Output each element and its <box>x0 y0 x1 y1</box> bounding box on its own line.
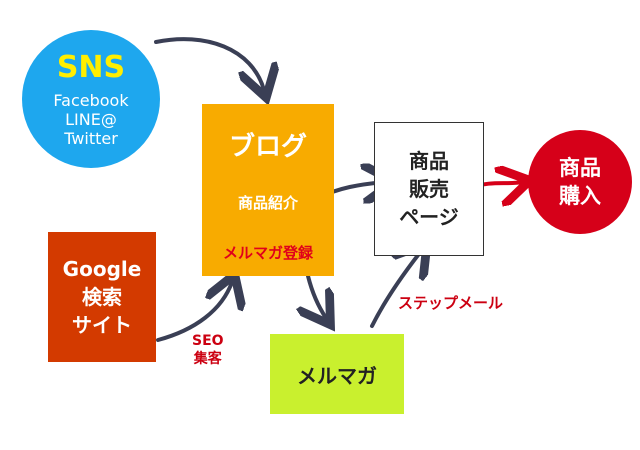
sns-line-facebook: Facebook <box>53 90 129 110</box>
seo-label-line-2: 集客 <box>193 351 222 367</box>
product-page-line-2: 販売 <box>409 177 449 201</box>
sns-line-line: LINE@ <box>65 109 117 129</box>
arrow-blog-to-mailmag <box>308 274 326 318</box>
mail-magazine-label: メルマガ <box>297 363 377 388</box>
arrow-google-to-blog <box>156 282 232 342</box>
google-search-node: Google 検索 サイト <box>48 232 156 362</box>
seo-label-line-1: SEO <box>192 333 224 349</box>
google-line-1: Google <box>62 257 142 281</box>
google-line-3: サイト <box>72 313 132 337</box>
purchase-line-2: 購入 <box>559 184 601 208</box>
google-line-2: 検索 <box>82 285 122 309</box>
product-page-node: 商品 販売 ページ <box>374 122 484 256</box>
blog-item-mailmag-signup: メルマガ登録 <box>222 244 313 262</box>
step-mail-label: ステップメール <box>398 294 504 312</box>
purchase-line-1: 商品 <box>559 156 601 180</box>
purchase-node: 商品 購入 <box>528 130 632 234</box>
seo-label: SEO 集客 <box>192 332 224 368</box>
product-page-line-1: 商品 <box>409 149 449 173</box>
arrow-mailmag-to-page <box>370 250 422 328</box>
sns-title: SNS <box>56 49 126 85</box>
sns-node: SNS Facebook LINE@ Twitter <box>22 30 160 168</box>
blog-node: ブログ 商品紹介 メルマガ登録 <box>202 104 334 276</box>
arrow-sns-to-blog <box>154 37 264 90</box>
blog-title: ブログ <box>228 132 307 162</box>
sns-line-twitter: Twitter <box>64 128 118 148</box>
blog-item-product-intro: 商品紹介 <box>237 194 298 212</box>
product-page-line-3: ページ <box>399 205 459 229</box>
mail-magazine-node: メルマガ <box>270 334 404 414</box>
